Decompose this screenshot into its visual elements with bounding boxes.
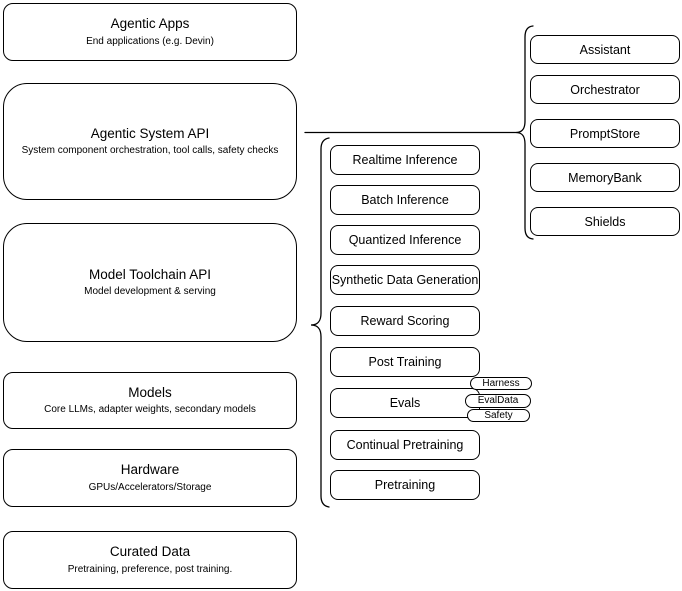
box-label: Continual Pretraining [346, 438, 464, 452]
box-title: Model Toolchain API [88, 266, 212, 282]
box-label: Shields [584, 214, 626, 229]
box-pretraining: Pretraining [330, 470, 480, 500]
box-continual-pretraining: Continual Pretraining [330, 430, 480, 460]
tag-label: EvalData [477, 395, 519, 406]
tag-evaldata: EvalData [465, 394, 531, 408]
box-subtitle: GPUs/Accelerators/Storage [88, 481, 212, 493]
box-memorybank: MemoryBank [530, 163, 680, 192]
box-realtime-inference: Realtime Inference [330, 145, 480, 175]
box-reward-scoring: Reward Scoring [330, 306, 480, 336]
box-title: Agentic System API [90, 125, 210, 141]
box-models: Models Core LLMs, adapter weights, secon… [3, 372, 297, 429]
box-label: Reward Scoring [360, 314, 450, 328]
box-label: Pretraining [374, 478, 436, 492]
box-label: MemoryBank [568, 170, 642, 185]
box-promptstore: PromptStore [530, 119, 680, 148]
box-title: Curated Data [109, 544, 191, 560]
box-label: Orchestrator [570, 82, 640, 97]
box-label: PromptStore [569, 126, 641, 141]
box-label: Post Training [368, 355, 442, 369]
box-label: Quantized Inference [348, 233, 462, 247]
box-orchestrator: Orchestrator [530, 75, 680, 104]
box-synthetic-data-generation: Synthetic Data Generation [330, 265, 480, 295]
box-evals: Evals [330, 388, 480, 418]
toolchain-brace [310, 137, 330, 508]
box-batch-inference: Batch Inference [330, 185, 480, 215]
box-model-toolchain-api: Model Toolchain API Model development & … [3, 223, 297, 342]
tag-label: Harness [482, 377, 520, 389]
box-label: Assistant [579, 42, 631, 57]
box-title: Agentic Apps [110, 16, 190, 32]
box-subtitle: Model development & serving [84, 286, 216, 298]
box-shields: Shields [530, 207, 680, 236]
agentic-brace [515, 25, 534, 240]
box-label: Realtime Inference [352, 153, 458, 167]
box-post-training: Post Training [330, 347, 480, 377]
tag-harness: Harness [470, 377, 532, 390]
box-label: Evals [389, 396, 421, 410]
tag-safety: Safety [467, 409, 530, 422]
box-label: Batch Inference [361, 193, 449, 207]
box-hardware: Hardware GPUs/Accelerators/Storage [3, 449, 297, 507]
box-subtitle: Pretraining, preference, post training. [67, 563, 233, 575]
box-assistant: Assistant [530, 35, 680, 64]
box-quantized-inference: Quantized Inference [330, 225, 480, 255]
box-subtitle: System component orchestration, tool cal… [21, 145, 279, 157]
box-agentic-system-api: Agentic System API System component orch… [3, 83, 297, 200]
box-title: Hardware [120, 462, 180, 478]
box-label: Synthetic Data Generation [331, 273, 479, 287]
box-agentic-apps: Agentic Apps End applications (e.g. Devi… [3, 3, 297, 61]
box-subtitle: Core LLMs, adapter weights, secondary mo… [44, 404, 256, 416]
box-subtitle: End applications (e.g. Devin) [86, 35, 214, 47]
tag-label: Safety [484, 409, 513, 421]
box-curated-data: Curated Data Pretraining, preference, po… [3, 531, 297, 589]
box-title: Models [128, 384, 172, 400]
